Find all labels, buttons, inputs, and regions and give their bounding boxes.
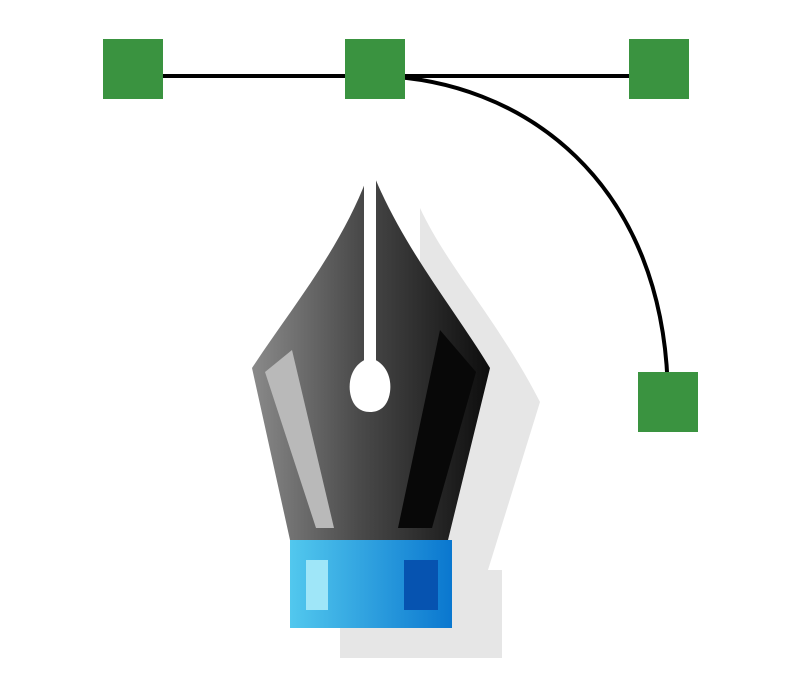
- pen-nib-icon: [252, 178, 490, 540]
- path-curve: [374, 74, 670, 403]
- pen-collar: [290, 540, 452, 628]
- anchor-point-bottom: [638, 372, 698, 432]
- anchor-point-middle: [345, 39, 405, 99]
- pen-collar-stripe-right: [404, 560, 438, 610]
- pen-nib-highlight: [265, 350, 334, 528]
- anchor-point-right: [629, 39, 689, 99]
- anchor-point-left: [103, 39, 163, 99]
- pen-nib-slit: [364, 178, 376, 378]
- pen-nib-shade: [398, 330, 476, 528]
- anchor-points: [103, 39, 698, 432]
- pen-collar-stripe-left: [306, 560, 328, 610]
- bezier-path: [132, 74, 670, 403]
- pen-nib-hole: [349, 358, 391, 412]
